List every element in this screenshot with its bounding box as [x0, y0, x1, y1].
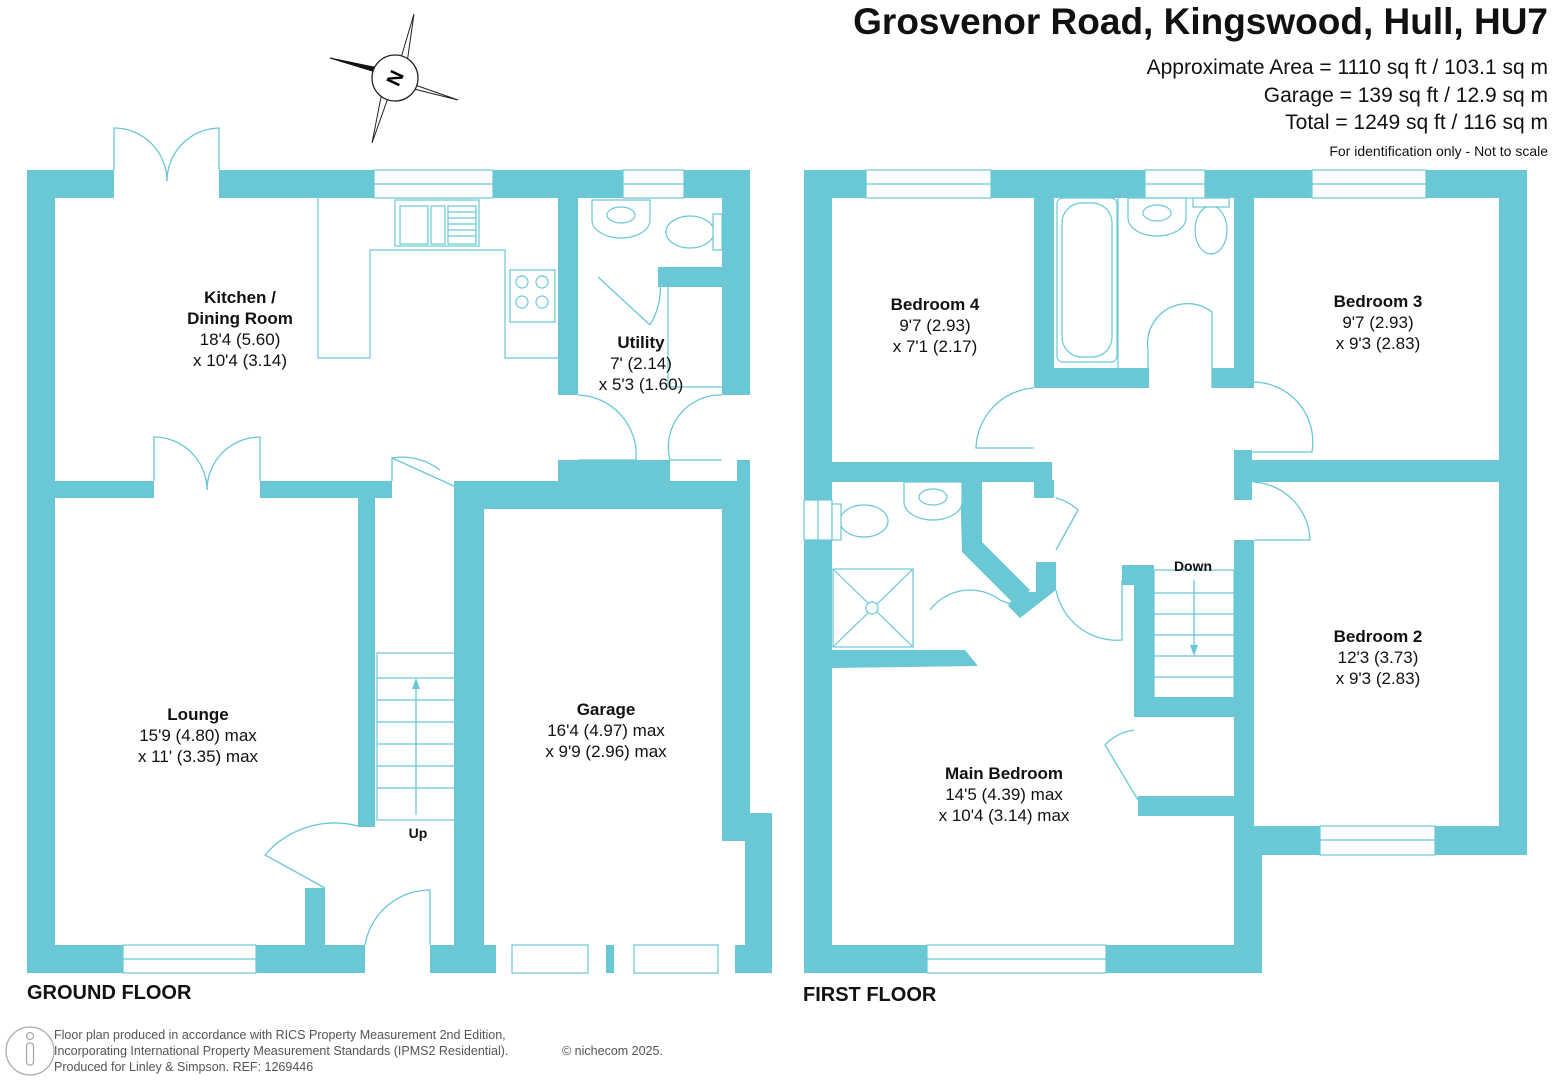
bedroom3-name: Bedroom 3 — [1334, 292, 1423, 311]
lounge-dim-1: 15'9 (4.80) max — [139, 726, 257, 745]
footer-line-3: Produced for Linley & Simpson. REF: 1269… — [54, 1060, 313, 1074]
main-bedroom-name: Main Bedroom — [945, 764, 1063, 783]
utility-dim-2: x 5'3 (1.60) — [599, 375, 684, 394]
lounge-name: Lounge — [167, 705, 228, 724]
first-floor-label: FIRST FLOOR — [803, 984, 937, 1006]
lounge-dim-2: x 11' (3.35) max — [138, 747, 259, 766]
footer-copyright: © nichecom 2025. — [562, 1044, 663, 1058]
bedroom3-dim-2: x 9'3 (2.83) — [1336, 334, 1421, 353]
bedroom2-dim-1: 12'3 (3.73) — [1338, 648, 1419, 667]
bedroom3-dim-1: 9'7 (2.93) — [1342, 313, 1413, 332]
footer-line-1: Floor plan produced in accordance with R… — [54, 1028, 506, 1042]
footer-line-2: Incorporating International Property Mea… — [54, 1044, 508, 1058]
utility-name: Utility — [617, 333, 665, 352]
kitchen-name-1: Kitchen / — [204, 288, 276, 307]
bedroom4-dim-1: 9'7 (2.93) — [899, 316, 970, 335]
utility-dim-1: 7' (2.14) — [610, 354, 672, 373]
page-title: Grosvenor Road, Kingswood, Hull, HU7 — [853, 1, 1548, 42]
bedroom2-dim-2: x 9'3 (2.83) — [1336, 669, 1421, 688]
compass-icon: N — [329, 13, 459, 144]
garage-area: Garage = 139 sq ft / 12.9 sq m — [1264, 84, 1548, 107]
garage-dim-1: 16'4 (4.97) max — [547, 721, 665, 740]
scale-note: For identification only - Not to scale — [1329, 143, 1548, 159]
bedroom4-dim-2: x 7'1 (2.17) — [893, 337, 978, 356]
garage-name: Garage — [577, 700, 636, 719]
bedroom4-name: Bedroom 4 — [891, 295, 980, 314]
first-floor-plan — [803, 169, 1527, 974]
ground-floor-label: GROUND FLOOR — [27, 982, 192, 1004]
ground-floor-plan — [27, 127, 772, 974]
stairs-up-label: Up — [409, 825, 428, 841]
kitchen-name-2: Dining Room — [187, 309, 293, 328]
stairs-down-label: Down — [1174, 558, 1212, 574]
main-bedroom-dim-2: x 10'4 (3.14) max — [939, 806, 1070, 825]
bedroom2-name: Bedroom 2 — [1334, 627, 1423, 646]
main-bedroom-dim-1: 14'5 (4.39) max — [945, 785, 1063, 804]
approximate-area: Approximate Area = 1110 sq ft / 103.1 sq… — [1147, 56, 1548, 79]
total-area: Total = 1249 sq ft / 116 sq m — [1285, 111, 1548, 134]
kitchen-dim-2: x 10'4 (3.14) — [193, 351, 287, 370]
info-icon — [5, 1026, 55, 1076]
kitchen-dim-1: 18'4 (5.60) — [200, 330, 281, 349]
garage-dim-2: x 9'9 (2.96) max — [545, 742, 667, 761]
